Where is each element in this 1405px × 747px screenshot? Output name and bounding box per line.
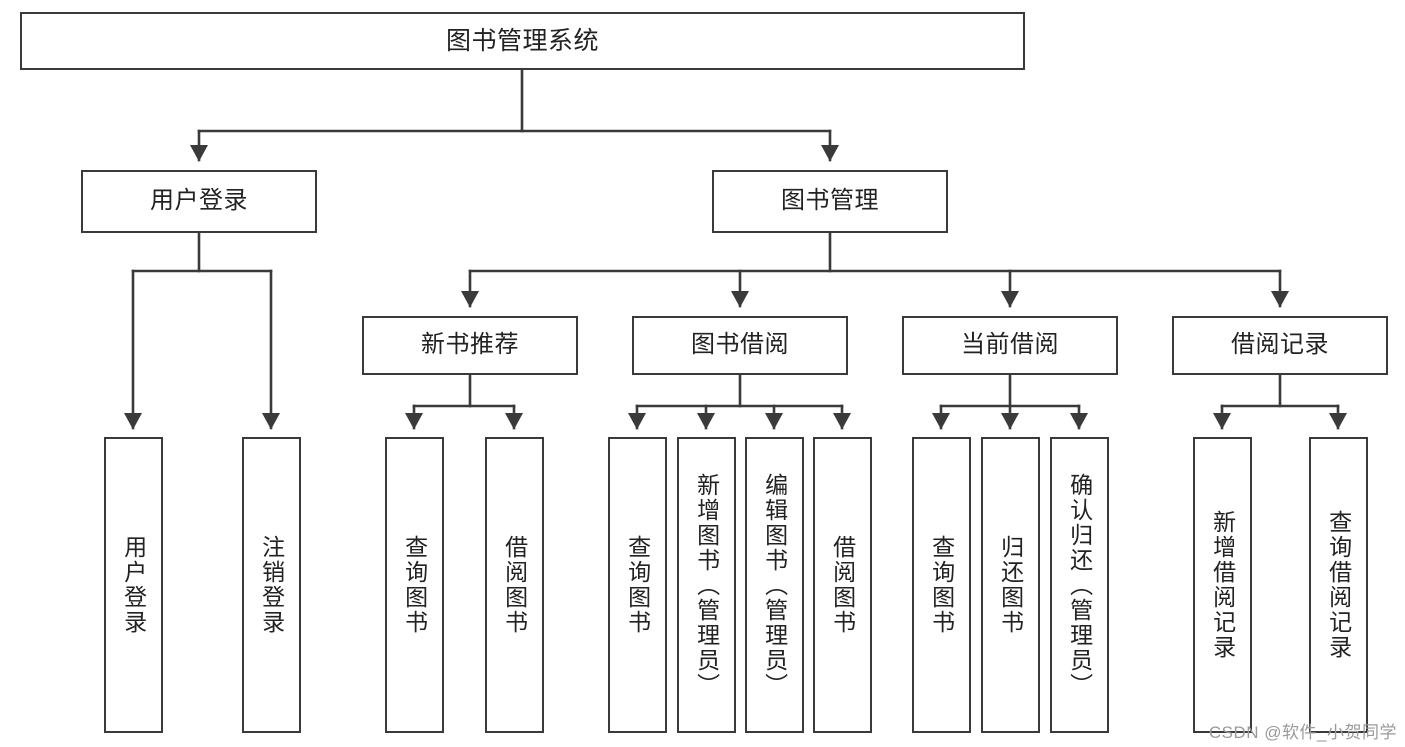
- node-user-login[interactable]: 用户登录: [81, 170, 317, 233]
- node-leaf-borrow-book-1-label: 借阅图书: [501, 535, 528, 635]
- node-book-borrow[interactable]: 图书借阅: [632, 316, 848, 375]
- node-leaf-add-book-label: 新增图书（管理员）: [693, 472, 720, 698]
- node-book-manage[interactable]: 图书管理: [712, 170, 948, 233]
- node-leaf-query-book-1-label: 查询图书: [401, 535, 428, 635]
- node-leaf-user-logout-label: 注销登录: [258, 535, 285, 635]
- node-leaf-edit-book-label: 编辑图书（管理员）: [761, 472, 788, 698]
- node-leaf-user-logout[interactable]: 注销登录: [242, 437, 301, 733]
- node-root[interactable]: 图书管理系统: [20, 12, 1025, 70]
- node-leaf-add-record-label: 新增借阅记录: [1209, 510, 1236, 660]
- node-leaf-return-book-label: 归还图书: [997, 535, 1024, 635]
- node-leaf-borrow-book-2[interactable]: 借阅图书: [813, 437, 872, 733]
- node-leaf-confirm-return-label: 确认归还（管理员）: [1066, 472, 1093, 698]
- node-leaf-borrow-book-2-label: 借阅图书: [829, 535, 856, 635]
- node-leaf-query-record-label: 查询借阅记录: [1325, 510, 1352, 660]
- node-leaf-user-login-label: 用户登录: [120, 535, 147, 635]
- node-new-book-rec-label: 新书推荐: [421, 331, 519, 359]
- node-current-borrow-label: 当前借阅: [961, 331, 1059, 359]
- node-leaf-confirm-return[interactable]: 确认归还（管理员）: [1050, 437, 1109, 733]
- node-leaf-query-book-3[interactable]: 查询图书: [912, 437, 971, 733]
- node-leaf-query-book-2[interactable]: 查询图书: [608, 437, 667, 733]
- node-user-login-label: 用户登录: [150, 187, 248, 215]
- node-borrow-record-label: 借阅记录: [1231, 331, 1329, 359]
- node-leaf-user-login[interactable]: 用户登录: [104, 437, 163, 733]
- csdn-watermark: CSDN @软件_小贺同学: [1208, 723, 1397, 742]
- node-book-manage-label: 图书管理: [781, 187, 879, 215]
- node-new-book-rec[interactable]: 新书推荐: [362, 316, 578, 375]
- node-current-borrow[interactable]: 当前借阅: [902, 316, 1118, 375]
- node-leaf-return-book[interactable]: 归还图书: [981, 437, 1040, 733]
- node-leaf-query-book-3-label: 查询图书: [928, 535, 955, 635]
- node-leaf-query-book-1[interactable]: 查询图书: [385, 437, 444, 733]
- node-borrow-record[interactable]: 借阅记录: [1172, 316, 1388, 375]
- node-leaf-add-book[interactable]: 新增图书（管理员）: [677, 437, 736, 733]
- node-leaf-borrow-book-1[interactable]: 借阅图书: [485, 437, 544, 733]
- node-book-borrow-label: 图书借阅: [691, 331, 789, 359]
- node-leaf-query-record[interactable]: 查询借阅记录: [1309, 437, 1368, 733]
- node-leaf-edit-book[interactable]: 编辑图书（管理员）: [745, 437, 804, 733]
- node-root-label: 图书管理系统: [445, 27, 599, 55]
- node-leaf-query-book-2-label: 查询图书: [624, 535, 651, 635]
- node-leaf-add-record[interactable]: 新增借阅记录: [1193, 437, 1252, 733]
